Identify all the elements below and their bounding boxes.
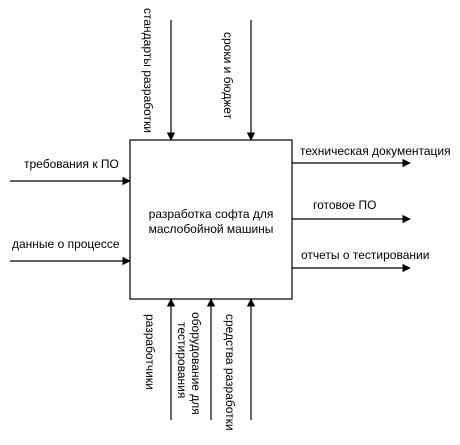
function-box [129,139,293,300]
output-label-software: готовое ПО [313,198,376,212]
input-label-requirements: требования к ПО [24,157,119,171]
function-label-line1: разработка софта для [149,207,274,221]
function-label-line2: маслобойной машины [149,222,274,236]
output-label-tech-docs: техническая документация [300,144,451,158]
control-label-standards: стандарты разработки [141,8,155,133]
mechanism-label-dev-tools: средства разработки [223,314,237,431]
mechanism-label-test-equipment-line1: оборудование для [189,312,203,415]
input-label-process-data: данные о процессе [12,237,120,251]
output-label-test-reports: отчеты о тестировании [301,248,429,262]
control-label-deadlines-budget: сроки и бюджет [221,32,235,120]
mechanism-label-developers: разработчики [143,314,157,390]
mechanism-label-test-equipment-line2: тестирования [175,322,189,398]
